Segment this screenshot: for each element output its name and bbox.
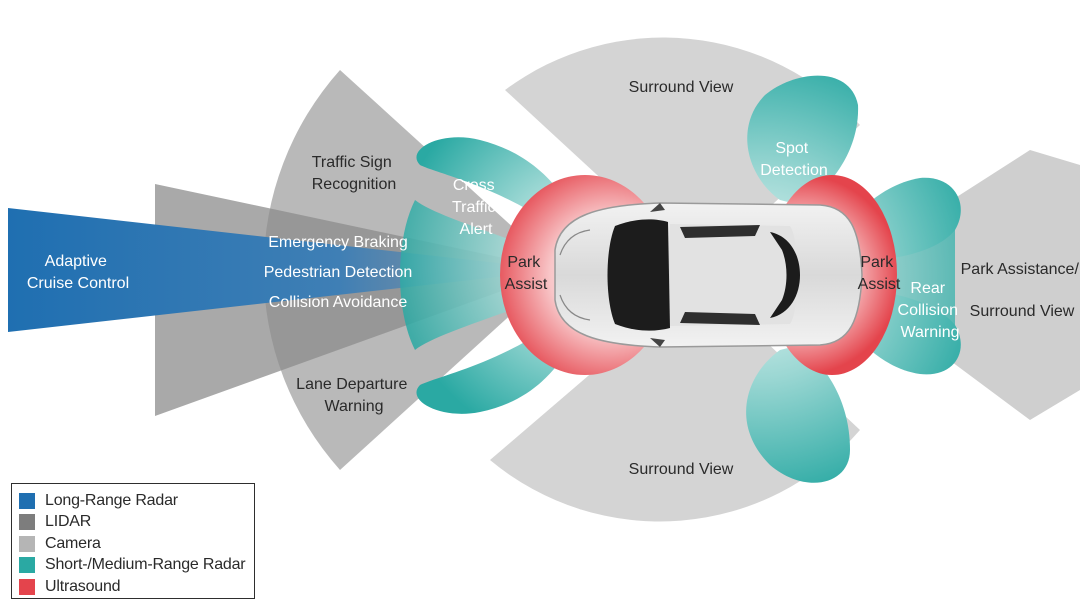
legend-label: Camera	[45, 534, 101, 552]
legend-label: Short-/Medium-Range Radar	[45, 556, 246, 574]
surround-view-bottom-label: Surround View	[629, 461, 734, 478]
legend-item: Ultrasound	[19, 576, 248, 598]
car-top-view	[554, 202, 863, 348]
lane-departure-label: Lane Departure Warning	[296, 376, 412, 415]
surround-view-top-label: Surround View	[629, 79, 734, 96]
front-radar-lobe-top	[416, 137, 590, 255]
legend-item: LIDAR	[19, 512, 248, 534]
legend-item: Camera	[19, 533, 248, 555]
adaptive-cruise-label: Adaptive Cruise Control	[27, 253, 129, 292]
traffic-sign-label: Traffic Sign Recognition	[312, 154, 397, 193]
park-assist-rear-label: Park Assist	[858, 254, 901, 293]
front-radar-lobe-mid	[400, 200, 595, 350]
spot-detection-label: Spot Detection	[760, 140, 828, 179]
legend-item: Short-/Medium-Range Radar	[19, 555, 248, 577]
park-assistance-surround-label: Park Assistance/ Surround View	[961, 261, 1080, 320]
long-range-radar-zone	[8, 208, 560, 332]
legend-swatch	[19, 535, 35, 552]
legend-item: Long-Range Radar	[19, 490, 248, 512]
legend-swatch	[19, 557, 35, 574]
rear-camera-zone	[835, 150, 1080, 420]
legend-label: LIDAR	[45, 513, 92, 531]
rear-radar-spot-bottom	[746, 345, 850, 483]
collision-avoidance-label: Collision Avoidance	[269, 294, 408, 311]
legend-label: Ultrasound	[45, 577, 121, 595]
legend: Long-Range Radar LIDAR Camera Short-/Med…	[11, 483, 255, 599]
park-assist-front-label: Park Assist	[505, 254, 548, 293]
legend-label: Long-Range Radar	[45, 491, 178, 509]
emergency-braking-label: Emergency Braking	[268, 234, 408, 251]
rear-radar-spot-top	[747, 75, 859, 205]
front-radar-lobe-bottom	[416, 295, 590, 414]
rear-collision-label: Rear Collision Warning	[898, 280, 963, 341]
cross-traffic-label: Cross Traffic Alert	[452, 177, 500, 238]
legend-swatch	[19, 514, 35, 531]
pedestrian-detection-label: Pedestrian Detection	[264, 264, 413, 281]
legend-swatch	[19, 578, 35, 595]
legend-swatch	[19, 492, 35, 509]
